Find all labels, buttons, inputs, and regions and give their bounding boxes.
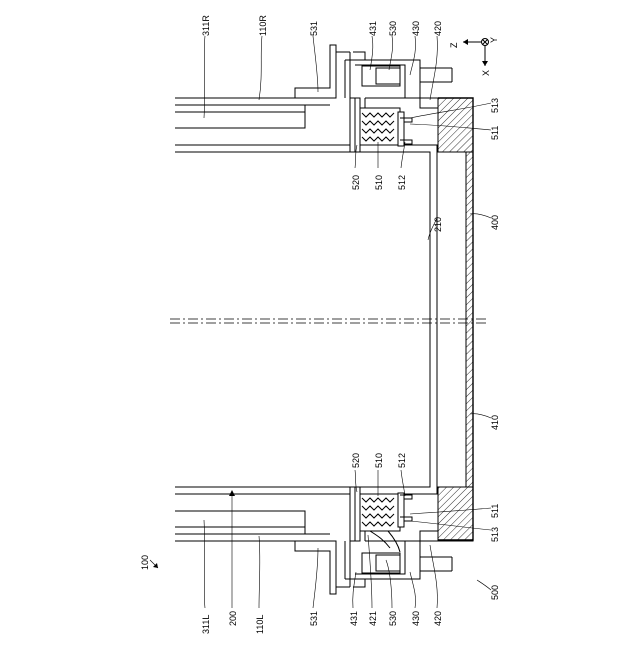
label-512-bottom: 512 bbox=[397, 453, 407, 468]
label-410: 410 bbox=[490, 415, 500, 430]
axis-x-label: X bbox=[481, 70, 491, 76]
label-513-top: 513 bbox=[490, 98, 500, 113]
label-110L: 110L bbox=[255, 615, 265, 634]
label-200: 200 bbox=[228, 611, 238, 626]
label-531-top: 531 bbox=[309, 21, 319, 36]
axis-y-label: Y bbox=[489, 37, 499, 43]
housing-400 bbox=[438, 98, 473, 541]
label-400: 400 bbox=[490, 215, 500, 230]
label-430-bottom: 430 bbox=[411, 611, 421, 626]
label-530-bottom: 530 bbox=[388, 611, 398, 626]
label-511-top: 511 bbox=[490, 126, 500, 140]
label-520-bottom: 520 bbox=[351, 453, 361, 468]
housing-corner-top bbox=[438, 98, 473, 152]
label-430-top: 430 bbox=[411, 21, 421, 36]
label-511-bottom: 511 bbox=[490, 504, 500, 518]
label-420-bottom: 420 bbox=[433, 611, 443, 626]
label-311L: 311L bbox=[201, 615, 211, 634]
label-520-top: 520 bbox=[351, 175, 361, 190]
housing-corner-bottom bbox=[438, 487, 473, 541]
label-512-top: 512 bbox=[397, 175, 407, 190]
label-311R: 311R bbox=[201, 15, 211, 36]
axis-z-label: Z bbox=[449, 42, 459, 48]
label-510-bottom: 510 bbox=[374, 453, 384, 468]
latch-bottom bbox=[345, 487, 452, 587]
label-431-top: 431 bbox=[368, 21, 378, 36]
label-110R: 110R bbox=[258, 15, 268, 36]
arrow-200-head bbox=[229, 490, 235, 496]
label-210: 210 bbox=[433, 217, 443, 232]
plate-110R bbox=[175, 98, 336, 128]
label-500: 500 bbox=[490, 585, 500, 600]
label-431-bottom: 431 bbox=[349, 611, 359, 626]
label-531-bottom: 531 bbox=[309, 611, 319, 626]
tray-210 bbox=[175, 145, 437, 494]
label-513-bottom: 513 bbox=[490, 527, 500, 542]
plate-110L bbox=[175, 511, 336, 541]
label-421: 421 bbox=[368, 611, 378, 626]
label-100: 100 bbox=[140, 555, 150, 570]
label-420-top: 420 bbox=[433, 21, 443, 36]
axis-indicator: Z Y X bbox=[449, 37, 499, 76]
label-510-top: 510 bbox=[374, 175, 384, 190]
label-530-top: 530 bbox=[388, 21, 398, 36]
bracket-531-bottom bbox=[295, 541, 350, 594]
bracket-531-top bbox=[295, 45, 350, 98]
plate-410 bbox=[466, 152, 473, 487]
